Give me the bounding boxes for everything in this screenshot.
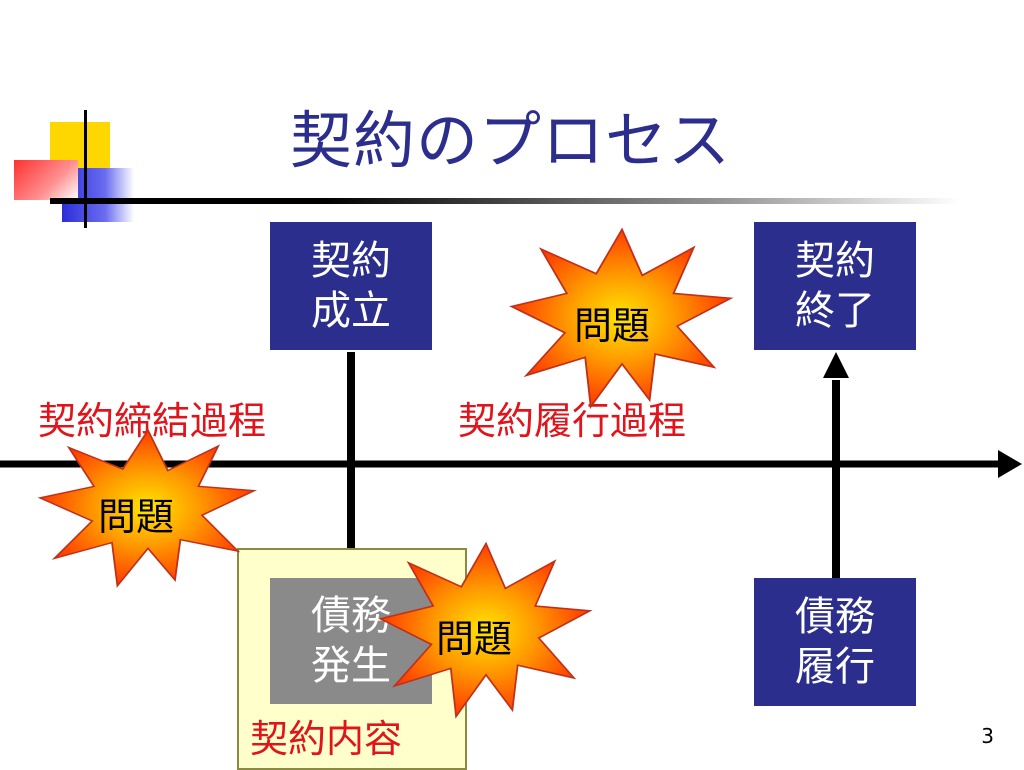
contract-end-box: 契約 終了 <box>754 222 916 350</box>
problem-burst-1-label: 問題 <box>574 304 651 348</box>
logo-decoration <box>0 110 140 230</box>
page-number: 3 <box>981 724 994 748</box>
timeline-arrowhead <box>998 450 1022 478</box>
contract-content-label: 契約内容 <box>250 717 403 761</box>
problem-burst-3-label: 問題 <box>436 617 513 661</box>
title-underline <box>50 198 960 204</box>
performance-arrowhead <box>823 352 849 378</box>
conclusion-process-label: 契約締結過程 <box>38 399 267 443</box>
logo-vertical-line <box>84 110 87 228</box>
obligation-perform-box: 債務 履行 <box>754 578 916 706</box>
contract-formation-box: 契約 成立 <box>270 222 432 350</box>
red-square <box>14 160 78 200</box>
performance-process-label: 契約履行過程 <box>458 399 687 443</box>
problem-burst-2-label: 問題 <box>98 495 175 539</box>
slide-title: 契約のプロセス <box>290 104 732 177</box>
